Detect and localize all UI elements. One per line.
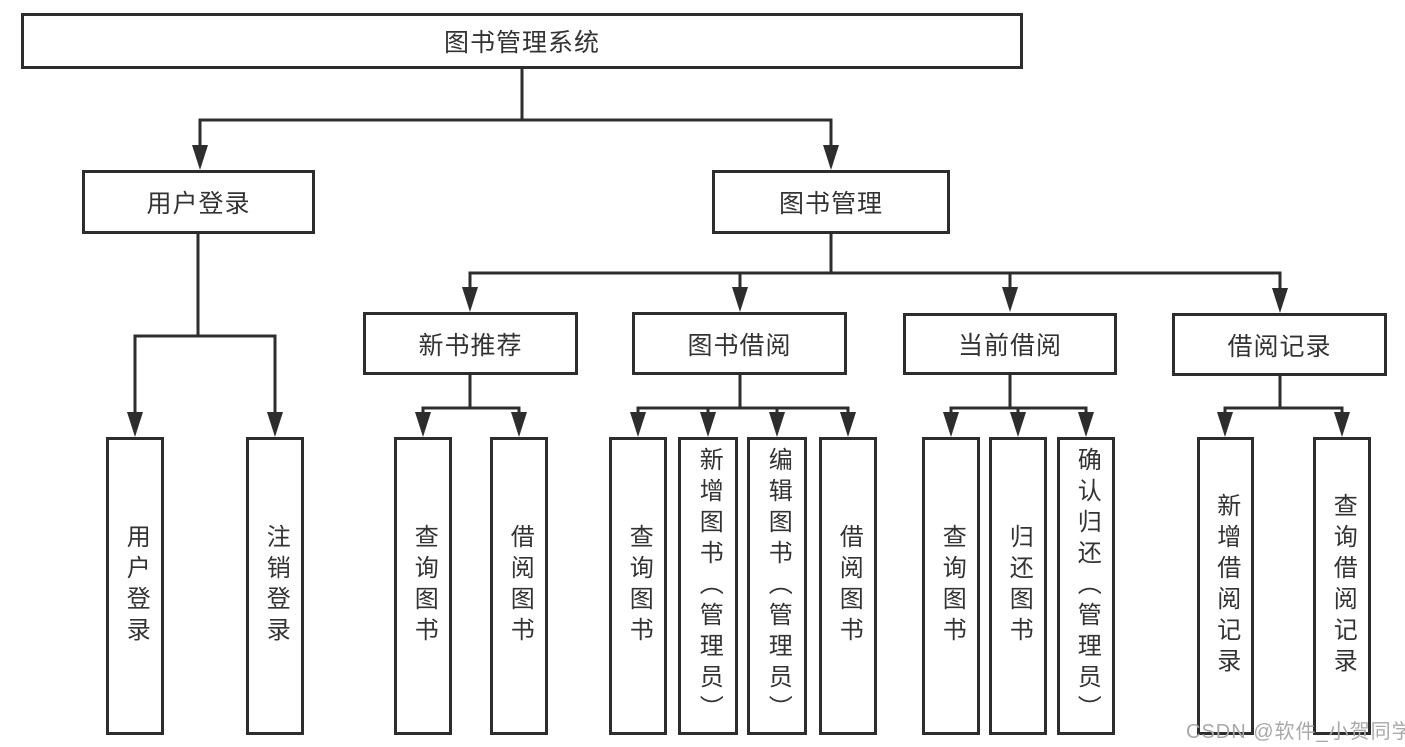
leaf-label: 查询借阅记录 <box>1329 493 1357 679</box>
node-book-borrow: 图书借阅 <box>632 312 847 375</box>
leaf-return-book: 归还图书 <box>989 437 1047 735</box>
leaf-label: 新增借阅记录 <box>1212 493 1240 679</box>
node-new-book-recommend: 新书推荐 <box>363 312 578 375</box>
leaf-query-book-recommend: 查询图书 <box>394 437 452 735</box>
leaf-label: 新增图书（管理员） <box>695 446 723 726</box>
leaf-label: 查询图书 <box>625 524 653 648</box>
leaf-borrow-book-recommend: 借阅图书 <box>490 437 548 735</box>
node-current-borrow: 当前借阅 <box>903 313 1117 375</box>
leaf-query-book-current: 查询图书 <box>922 437 980 735</box>
leaf-label: 查询图书 <box>938 524 966 648</box>
leaf-add-borrow-record: 新增借阅记录 <box>1197 437 1254 735</box>
leaf-label: 归还图书 <box>1005 524 1033 648</box>
leaf-label: 查询图书 <box>410 524 438 648</box>
node-user-login: 用户登录 <box>82 170 315 234</box>
leaf-label: 确认归还（管理员） <box>1073 446 1101 726</box>
leaf-label: 借阅图书 <box>835 524 863 648</box>
leaf-query-book-borrow: 查询图书 <box>609 437 667 735</box>
leaf-add-book-admin: 新增图书（管理员） <box>678 437 738 735</box>
leaf-confirm-return-admin: 确认归还（管理员） <box>1057 437 1115 735</box>
leaf-label: 借阅图书 <box>506 524 534 648</box>
node-book-management: 图书管理 <box>712 170 950 234</box>
csdn-watermark: CSDN @软件_小贺同学 <box>1186 721 1405 743</box>
leaf-label: 注销登录 <box>262 524 290 648</box>
leaf-logout: 注销登录 <box>246 437 304 735</box>
node-root-system: 图书管理系统 <box>21 13 1023 69</box>
leaf-query-borrow-record: 查询借阅记录 <box>1313 437 1371 735</box>
leaf-label: 编辑图书（管理员） <box>764 446 792 726</box>
leaf-edit-book-admin: 编辑图书（管理员） <box>747 437 807 735</box>
leaf-borrow-book: 借阅图书 <box>819 437 877 735</box>
leaf-label: 用户登录 <box>122 524 150 648</box>
node-borrow-record: 借阅记录 <box>1172 313 1387 376</box>
leaf-user-login: 用户登录 <box>106 437 164 735</box>
